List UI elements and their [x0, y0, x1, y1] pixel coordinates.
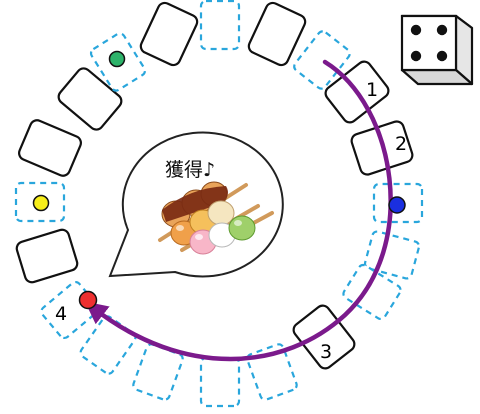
space-solid [247, 1, 307, 67]
bubble-text: 獲得♪ [165, 159, 215, 181]
dice-pip [410, 24, 422, 36]
space-solid [18, 119, 82, 177]
token-yellow [32, 194, 50, 212]
step-label-3: 3 [320, 341, 332, 363]
dice-pip [436, 50, 448, 62]
space-dashed [293, 30, 351, 90]
space-dashed [199, 0, 241, 51]
step-label-2: 2 [395, 133, 407, 155]
dice-icon [400, 14, 474, 86]
space-solid [57, 67, 123, 131]
movement-arrow [84, 59, 393, 362]
dango-icon [158, 181, 274, 255]
speech-bubble: 獲得♪ [108, 131, 284, 278]
token-blue [388, 196, 406, 214]
space-dashed [132, 343, 184, 401]
dice-pip [410, 50, 422, 62]
step-label-1: 1 [366, 79, 378, 101]
dice-pip [436, 24, 448, 36]
token-red [78, 290, 98, 310]
space-solid [139, 1, 199, 67]
space-dashed [342, 263, 402, 321]
space-solid [15, 228, 79, 284]
space-dashed [40, 280, 100, 340]
space-dashed [79, 315, 137, 375]
token-green [108, 50, 126, 68]
step-label-4: 4 [55, 303, 67, 325]
space-solid-step-3 [292, 304, 356, 370]
space-dashed [199, 356, 241, 408]
